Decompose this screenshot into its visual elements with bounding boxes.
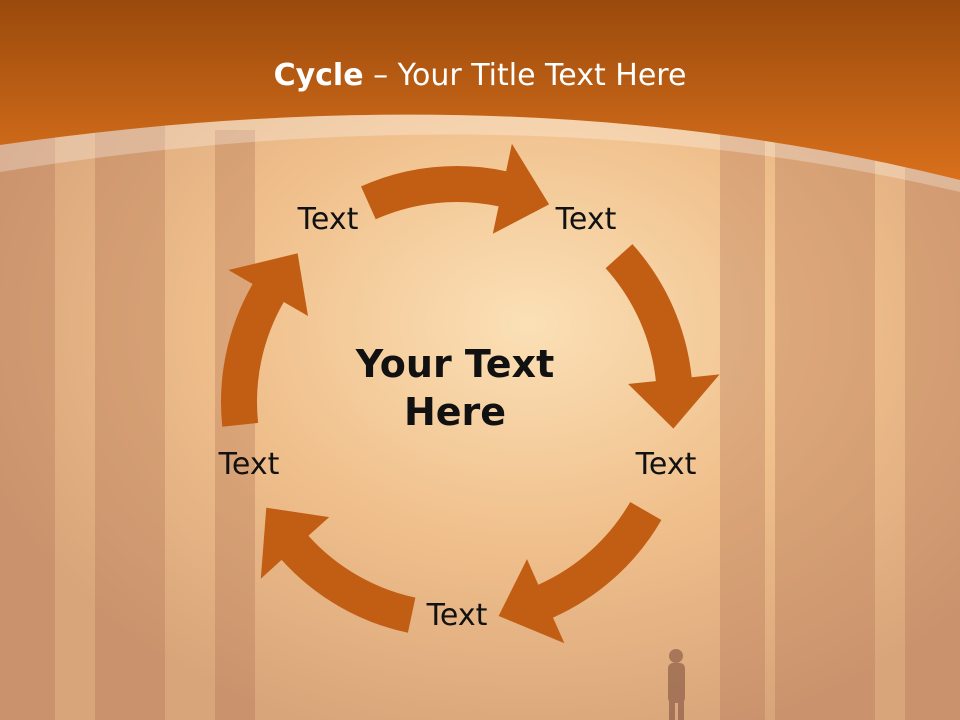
slide-title: Cycle – Your Title Text Here: [0, 56, 960, 96]
center-text-line-2: Here: [403, 390, 507, 434]
header-swoosh: [0, 114, 960, 192]
slide-title-rest: – Your Title Text Here: [363, 58, 687, 93]
cycle-node-5: Text: [218, 447, 280, 482]
cycle-arrow-4: [260, 507, 416, 633]
tree-trunks: [0, 120, 960, 720]
cycle-node-3: Text: [635, 447, 697, 482]
cycle-arrow-5: [221, 253, 308, 427]
cycle-node-4: Text: [426, 598, 488, 633]
slide-title-bold: Cycle: [273, 58, 364, 93]
cycle-arrow-1: [361, 143, 550, 234]
cycle-node-2: Text: [555, 202, 617, 237]
cycle-node-1: Text: [297, 202, 359, 237]
center-text: Your Text Here: [330, 340, 580, 436]
header-band: [0, 0, 960, 180]
cycle-arrow-2: [605, 244, 720, 429]
center-text-line-1: Your Text: [355, 342, 555, 386]
walking-person-icon: [668, 649, 685, 720]
cycle-arrow-3: [498, 502, 662, 644]
